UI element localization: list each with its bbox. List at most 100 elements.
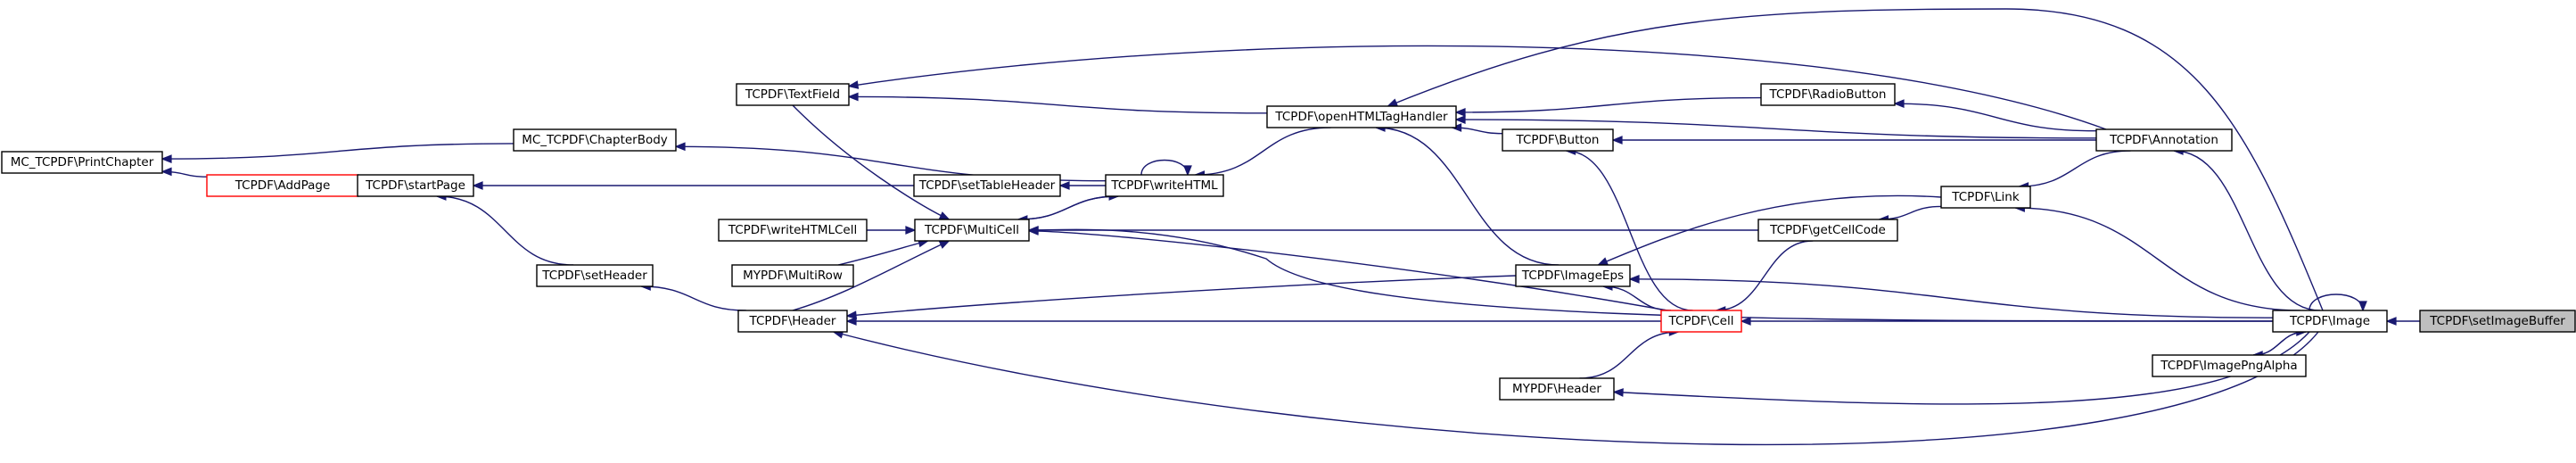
- edge-annotation-to-radiobutton: [1893, 99, 2097, 132]
- node-box: [1499, 377, 1615, 401]
- edge-writehtmlcell-to-multicell: [866, 226, 917, 235]
- node-image[interactable]: TCPDF\Image: [2272, 310, 2388, 333]
- node-box: [737, 310, 848, 333]
- edge-annotation-to-textfield: [847, 45, 2107, 130]
- node-box: [2152, 354, 2307, 377]
- node-label: TCPDF\setHeader: [541, 269, 647, 283]
- node-cell[interactable]: TCPDF\Cell: [1660, 310, 1742, 333]
- edge-header-to-setheader: [639, 282, 746, 311]
- edge-setheader-to-startpage: [435, 192, 574, 266]
- edge-radiobutton-to-openhtmltaghandler: [1454, 96, 1762, 117]
- node-box: [1, 151, 163, 174]
- node-label: TCPDF\AddPage: [235, 178, 331, 193]
- node-box: [536, 264, 654, 287]
- edge-chapterbody-to-mc_printchapter: [160, 143, 514, 163]
- node-label: TCPDF\openHTMLTagHandler: [1274, 110, 1448, 124]
- node-label: TCPDF\Header: [749, 314, 836, 328]
- edge-mypdf_multirow-to-multicell: [837, 238, 930, 266]
- node-label: TCPDF\setTableHeader: [918, 178, 1056, 193]
- node-label: TCPDF\Image: [2289, 314, 2370, 328]
- node-mypdf_multirow[interactable]: MYPDF\MultiRow: [731, 264, 854, 287]
- edge-addpage-to-mc_printchapter: [160, 167, 208, 178]
- edge-button-to-openhtmltaghandler: [1450, 123, 1503, 135]
- edge-mypdf_header-to-cell: [1579, 327, 1681, 379]
- edge-image-to-openhtmltaghandler: [1387, 8, 2324, 311]
- node-settableheader[interactable]: TCPDF\setTableHeader: [913, 174, 1061, 197]
- edge-image-to-multicell: [1027, 226, 2284, 322]
- node-openhtmltaghandler[interactable]: TCPDF\openHTMLTagHandler: [1266, 105, 1457, 128]
- node-label: TCPDF\writeHTMLCell: [728, 223, 857, 237]
- node-button[interactable]: TCPDF\Button: [1502, 128, 1614, 152]
- node-box: [731, 264, 854, 287]
- node-startpage[interactable]: TCPDF\startPage: [357, 174, 474, 197]
- edge-image-to-link: [2013, 203, 2300, 311]
- edge-annotation-to-openhtmltaghandler: [1454, 115, 2097, 139]
- node-label: MYPDF\MultiRow: [743, 269, 843, 283]
- node-box: [206, 174, 359, 197]
- node-textfield[interactable]: TCPDF\TextField: [736, 83, 850, 106]
- node-box: [914, 219, 1030, 242]
- node-radiobutton[interactable]: TCPDF\RadioButton: [1760, 83, 1896, 106]
- node-label: TCPDF\Cell: [1668, 314, 1734, 328]
- edge-openhtmltaghandler-to-writehtml: [1193, 127, 1331, 179]
- edge-annotation-to-button: [1611, 136, 2096, 145]
- node-label: TCPDF\ImageEps: [1521, 269, 1624, 283]
- node-box: [1502, 128, 1614, 152]
- node-label: TCPDF\writeHTML: [1110, 178, 1218, 193]
- node-setimagebuffer[interactable]: TCPDF\setImageBuffer: [2419, 310, 2576, 333]
- node-box: [1105, 174, 1224, 197]
- node-chapterbody[interactable]: MC_TCPDF\ChapterBody: [513, 128, 677, 152]
- node-multicell[interactable]: TCPDF\MultiCell: [914, 219, 1030, 242]
- node-label: MYPDF\Header: [1512, 382, 1601, 396]
- node-mypdf_header[interactable]: MYPDF\Header: [1499, 377, 1615, 401]
- node-box: [718, 219, 868, 242]
- node-box: [736, 83, 850, 106]
- node-box: [2419, 310, 2576, 333]
- node-label: TCPDF\RadioButton: [1769, 87, 1887, 102]
- edge-openhtmltaghandler-to-textfield: [847, 92, 1268, 114]
- node-label: TCPDF\getCellCode: [1769, 223, 1886, 237]
- node-box: [1660, 310, 1742, 333]
- node-box: [1515, 264, 1631, 287]
- node-label: TCPDF\startPage: [365, 178, 465, 193]
- node-box: [1940, 186, 2031, 209]
- edge-image-to-annotation: [2172, 146, 2321, 311]
- node-header[interactable]: TCPDF\Header: [737, 310, 848, 333]
- edge-writehtml-to-writehtml: [1140, 159, 1192, 177]
- node-label: MC_TCPDF\ChapterBody: [522, 133, 668, 147]
- edge-setimagebuffer-to-image: [2385, 317, 2420, 326]
- node-writehtml[interactable]: TCPDF\writeHTML: [1105, 174, 1224, 197]
- node-label: MC_TCPDF\PrintChapter: [11, 155, 154, 169]
- node-label: TCPDF\setImageBuffer: [2429, 314, 2565, 328]
- edge-image-to-image: [2309, 294, 2367, 312]
- edge-settableheader-to-startpage: [472, 181, 914, 190]
- node-mc_printchapter[interactable]: MC_TCPDF\PrintChapter: [1, 151, 163, 174]
- node-box: [1760, 83, 1896, 106]
- edges-layer: [160, 8, 2420, 446]
- edge-imageeps-to-header: [845, 275, 1517, 320]
- node-box: [357, 174, 474, 197]
- node-link[interactable]: TCPDF\Link: [1940, 186, 2031, 209]
- edge-writehtml-to-settableheader: [1058, 181, 1107, 190]
- edge-annotation-to-link: [2017, 150, 2131, 191]
- node-box: [2095, 128, 2233, 152]
- node-label: TCPDF\Link: [1951, 190, 2020, 204]
- node-box: [913, 174, 1061, 197]
- node-imagepngalpha[interactable]: TCPDF\ImagePngAlpha: [2152, 354, 2307, 377]
- edge-image-to-imageeps: [1628, 274, 2274, 318]
- node-imageeps[interactable]: TCPDF\ImageEps: [1515, 264, 1631, 287]
- node-box: [1266, 105, 1457, 128]
- edge-link-to-imageeps: [1596, 194, 1942, 266]
- node-box: [1757, 219, 1898, 242]
- node-setheader[interactable]: TCPDF\setHeader: [536, 264, 654, 287]
- edge-cell-to-header: [845, 317, 1661, 326]
- node-annotation[interactable]: TCPDF\Annotation: [2095, 128, 2233, 152]
- node-getcellcode[interactable]: TCPDF\getCellCode: [1757, 219, 1898, 242]
- edge-getcellcode-to-cell: [1715, 240, 1814, 315]
- node-box: [513, 128, 677, 152]
- node-addpage[interactable]: TCPDF\AddPage: [206, 174, 359, 197]
- node-box: [2272, 310, 2388, 333]
- node-writehtmlcell[interactable]: TCPDF\writeHTMLCell: [718, 219, 868, 242]
